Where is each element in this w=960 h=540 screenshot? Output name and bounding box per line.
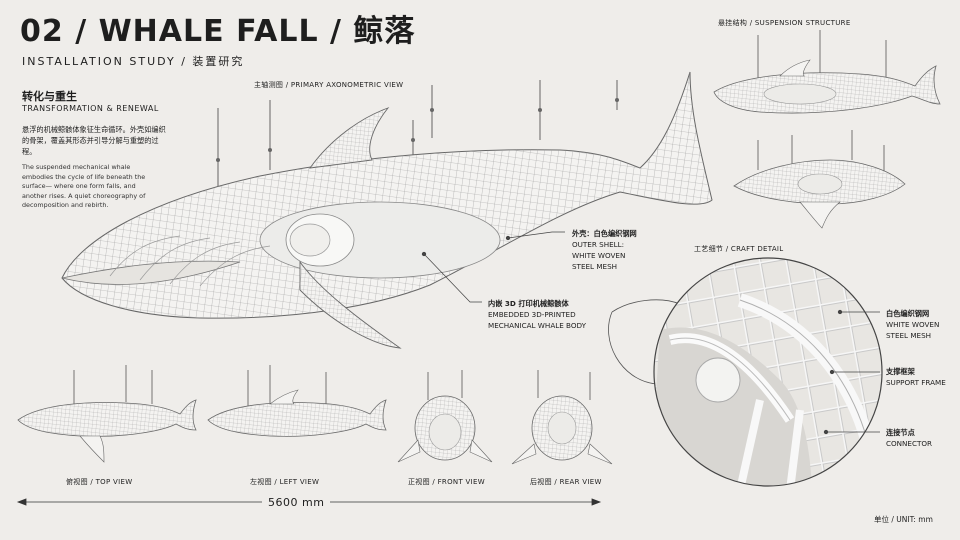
page-title: 02 / WHALE FALL / 鲸落	[20, 14, 416, 49]
label-left-view: 左视图 / LEFT VIEW	[250, 478, 320, 486]
craft-detail-magnifier	[608, 257, 883, 487]
callout-connector: 连接节点 CONNECTOR	[886, 427, 932, 449]
label-top-view: 俯视图 / TOP VIEW	[66, 478, 133, 486]
callout-body: 内嵌 3D 打印机械鲸骸体 EMBEDDED 3D-PRINTED MECHAN…	[488, 298, 586, 331]
label-craft-detail: 工艺细节 / CRAFT DETAIL	[694, 245, 784, 253]
intro-heading-en: TRANSFORMATION & RENEWAL	[22, 104, 159, 113]
callout-mesh-en2: STEEL MESH	[886, 331, 932, 340]
callout-outer-shell-en3: STEEL MESH	[572, 262, 618, 271]
callout-frame-en1: SUPPORT FRAME	[886, 378, 946, 387]
label-suspension: 悬挂结构 / SUSPENSION STRUCTURE	[718, 19, 851, 27]
callout-outer-shell-en1: OUTER SHELL:	[572, 240, 625, 249]
intro-paragraph-en: The suspended mechanical whale embodies …	[22, 163, 146, 210]
label-primary-view: 主轴测图 / PRIMARY AXONOMETRIC VIEW	[254, 81, 404, 89]
rear-view-whale	[511, 370, 613, 465]
callout-connector-en1: CONNECTOR	[886, 439, 933, 448]
callout-mesh: 白色编织钢网 WHITE WOVEN STEEL MESH	[886, 308, 939, 341]
dimension-label: 5600 mm	[268, 496, 325, 509]
callout-mesh-cn: 白色编织钢网	[886, 309, 930, 318]
callout-frame: 支撑框架 SUPPORT FRAME	[886, 366, 946, 388]
callout-outer-shell-cn: 外壳：白色编织钢网	[572, 229, 637, 238]
callout-body-en1: EMBEDDED 3D-PRINTED	[488, 310, 576, 319]
main-whale	[61, 71, 713, 349]
suspension-whale-top	[733, 130, 906, 229]
callout-outer-shell: 外壳：白色编织钢网 OUTER SHELL: WHITE WOVEN STEEL…	[572, 228, 637, 272]
front-view-whale	[397, 370, 493, 463]
suspension-whale-side	[713, 30, 941, 114]
label-rear-view: 后视图 / REAR VIEW	[530, 478, 602, 486]
label-front-view: 正视图 / FRONT VIEW	[408, 478, 485, 486]
callout-body-cn: 内嵌 3D 打印机械鲸骸体	[488, 299, 569, 308]
dimension-line	[16, 498, 602, 506]
intro-paragraph-cn: 悬浮的机械鲸骸体象征生命循环。外壳如编织的骨架，覆盖其形态并引导分解与重塑的过程…	[22, 125, 166, 156]
left-view-whale	[207, 365, 387, 437]
top-view-whale	[17, 365, 197, 463]
intro-heading-cn: 转化与重生	[22, 90, 77, 103]
unit-label: 单位 / UNIT: mm	[874, 515, 933, 524]
page-subtitle: INSTALLATION STUDY / 装置研究	[22, 55, 245, 68]
callout-connector-cn: 连接节点	[886, 428, 915, 437]
callout-mesh-en1: WHITE WOVEN	[886, 320, 940, 329]
leader-lines	[421, 231, 880, 435]
callout-outer-shell-en2: WHITE WOVEN	[572, 251, 626, 260]
callout-frame-cn: 支撑框架	[886, 367, 915, 376]
callout-body-en2: MECHANICAL WHALE BODY	[488, 321, 587, 330]
